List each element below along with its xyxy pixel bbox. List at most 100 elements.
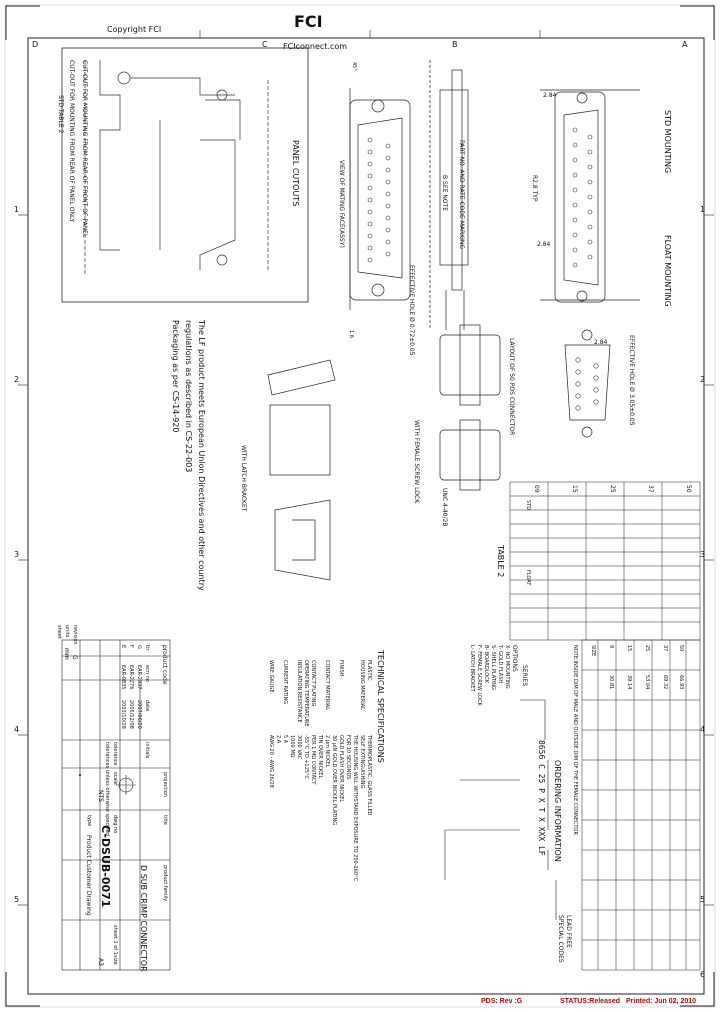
dim-angle-label: 45° [351, 62, 357, 71]
rev-2-ltr: E [120, 645, 126, 649]
option-3: B- BOARDLOCK [483, 645, 489, 684]
table2-size-15: 15 [571, 485, 578, 493]
type-label: type [86, 815, 92, 827]
main-table-row-50-size: 50 [678, 645, 684, 652]
copyright-text: Copyright FCI [107, 25, 162, 34]
tech-line-10: 3000 VAC [296, 735, 302, 760]
rev-2-ecn: EAR-0835 [120, 665, 126, 690]
tech-label-5: OPERATING TEMPERATURE [303, 660, 309, 727]
title-label: title [162, 815, 168, 825]
product-family-value: D SUB CRIMP CONNECTOR [139, 865, 148, 972]
product-code-label: product code [161, 645, 168, 685]
tech-line-7: TIN OVER NICKEL [317, 735, 323, 779]
zone-number-right-5: 5 [700, 895, 706, 904]
rev-1-date: 2005/12/08 [128, 700, 134, 729]
zone-letter-c: C [262, 40, 268, 49]
option-4: F- FEMALE SCREW LOCK [476, 645, 482, 706]
ordering-title: ORDERING INFORMATION [553, 760, 562, 862]
pds-revision: PDS: Rev :G [481, 998, 523, 1005]
table2-col-float: FLOAT [525, 570, 531, 586]
effective-hole-2-label: EFFECTIVE HOLE Ø 3.05±0.05 [628, 335, 635, 426]
ordering-code: 8656 C 25 P X T X XXX LF [537, 740, 546, 856]
tech-label-0: PLASTIC [366, 660, 372, 681]
zone-number-right-2: 2 [700, 375, 706, 384]
table2-size-25: 25 [609, 485, 616, 493]
view-mating-label: VIEW OF MATING FACE(ASSY) [338, 160, 345, 248]
part-no-label: PART NO. AND RATE CODE MARKING [458, 140, 465, 249]
tech-line-6: 2 μm NICKEL [324, 735, 330, 768]
tech-label-2: FINISH [338, 660, 344, 677]
tech-line-12: 5 A [282, 735, 288, 744]
drawing-no-label: dwg no [112, 815, 118, 834]
ecn-label: ecn no [144, 665, 150, 682]
rev-1-ecn: EAR-2276 [128, 665, 134, 690]
option-2: S- SHELL PLATING [490, 645, 496, 690]
zone-number-left-2: 2 [14, 375, 20, 384]
projection-label: projection [162, 772, 168, 797]
scale-value: NTS [97, 790, 104, 802]
tech-line-3: FOR 10 SECONDS [345, 735, 351, 780]
drawing-number: C-DSUB-0071 [99, 825, 112, 908]
main-table-row-15-size: 15 [626, 645, 632, 652]
tech-line-14: AWG 20 - AWG 26/28 [268, 735, 274, 788]
dim-small-label: 1.6 [348, 330, 354, 338]
rev-0-date: 2007/06/20 [136, 700, 142, 729]
main-table-row-25-a: 53.04 [644, 675, 650, 690]
options-label: OPTIONS [511, 645, 518, 672]
zone-number-left-4: 4 [14, 725, 20, 734]
fci-logo: FCI [294, 12, 323, 31]
option-1: T- GOLD FLASH [497, 645, 503, 684]
revision-value: G [71, 655, 78, 660]
revision-label: revision [72, 625, 78, 645]
sheet-label: sheet 1 of 1 [112, 925, 118, 955]
size-label: size [112, 955, 118, 965]
zone-number-right-3: 3 [700, 550, 706, 559]
float-mounting-label: FLOAT MOUNTING [663, 235, 672, 307]
tech-line-9: -55°C TO +125°C [303, 735, 309, 780]
rev-2-date: 2003/10/28 [120, 700, 126, 729]
table2-title: TABLE 2 [496, 545, 505, 578]
dim-284-b: 2.84 [537, 241, 551, 248]
technical-title: TECHNICAL SPECIFICATIONS [376, 650, 385, 763]
latch-bracket-label: WITH LATCH BRACKET [240, 445, 247, 512]
lf-product-note: The LF product meets European Union Dire… [197, 320, 206, 591]
main-table-row-25-size: 25 [644, 645, 650, 652]
table2-col-std: STD [525, 500, 531, 511]
tech-line-2: THE HOUSING WILL WITHSTAND EXPOSURE TO 2… [352, 735, 358, 882]
tech-label-4: CONTACT PLATING [310, 660, 316, 707]
panel-cutouts-label: PANEL CUTOUTS [291, 140, 300, 207]
main-table-row-50-a: 66.93 [678, 675, 684, 690]
rev-0-ltr: G [136, 645, 142, 649]
regulations-note: regulations as described in CS-22-003 [184, 320, 193, 473]
zone-letter-b: B [452, 40, 458, 49]
tech-line-5: 30 μIN GOLD OVER NICKEL PLATING [331, 735, 337, 826]
tech-line-11: 1000 MΩ [289, 735, 295, 758]
zone-number-left-3: 3 [14, 550, 20, 559]
tech-label-7: CURRENT RATING [282, 660, 288, 705]
zone-number-right-1: 1 [700, 205, 706, 214]
tech-label-8: WIRE GAUGE [268, 660, 274, 693]
b-see-note-label: B SEE NOTE [441, 175, 448, 211]
cutout-rear-note: CUT-OUT FOR MOUNTING FROM REAR OF PANEL … [68, 60, 75, 223]
printed-date: Printed: Jun 02, 2010 [626, 998, 697, 1005]
special-codes-label: SPECIAL CODES [557, 915, 564, 963]
zone-letter-a: A [682, 40, 688, 49]
option-0: X- NO MOUNTING [504, 645, 510, 689]
main-table-header-size: SIZE [590, 645, 596, 657]
std-mounting-label: STD MOUNTING [663, 110, 672, 174]
tech-line-4: GOLD FLASH OVER NICKEL [338, 735, 344, 803]
tech-label-1: HOUSING MATERIAL [359, 660, 365, 710]
scale-label: scale [112, 772, 118, 785]
zone-number-left-5: 5 [14, 895, 20, 904]
tech-label-6: INSULATION RESISTANCE [296, 660, 302, 723]
female-screw-label: WITH FEMALE SCREW LOCK [413, 420, 420, 504]
layout-contacts-label: LAYOUT OF 50 POS CONNECTOR [508, 338, 515, 436]
lead-free-label: LEAD FREE [565, 915, 572, 948]
sheet-small-label: sheet [56, 625, 62, 639]
table2-size-50: 50 [685, 485, 692, 493]
ltr-label: ltr [144, 645, 150, 651]
dim-284-a: 2.84 [543, 92, 557, 99]
std-table-note: STD TABLE 2 [57, 95, 64, 134]
